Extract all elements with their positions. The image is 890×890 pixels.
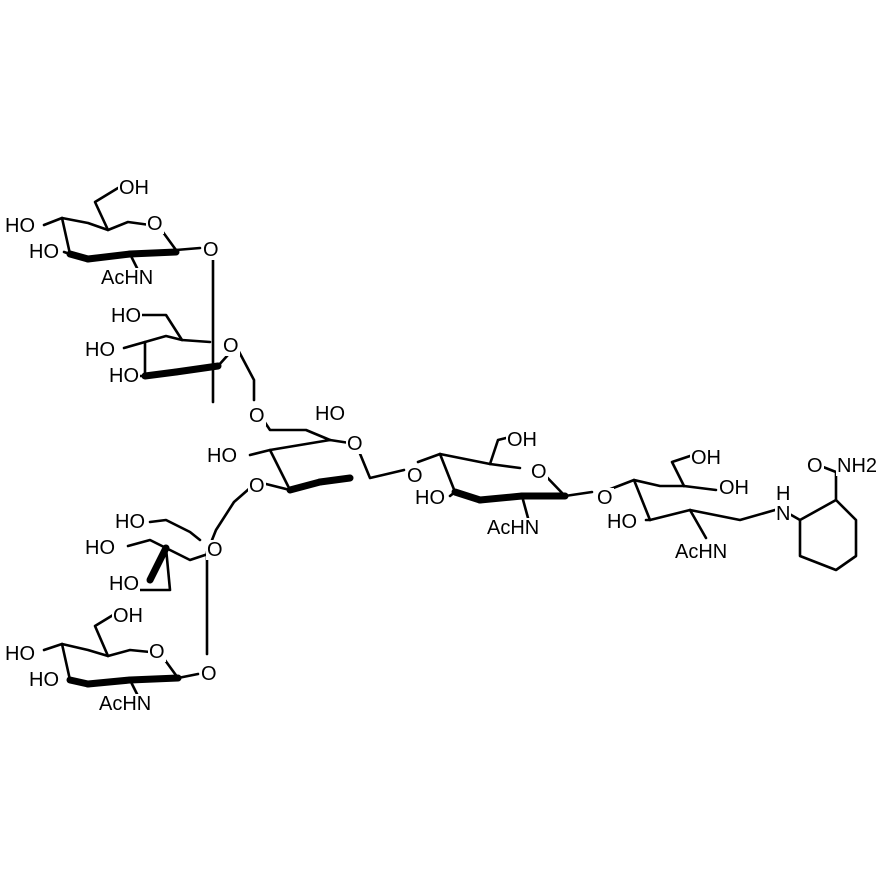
label-o5: O — [346, 433, 364, 455]
label-ho14: HO — [28, 669, 60, 691]
label-o2: O — [202, 239, 220, 261]
label-oh4: OH — [718, 477, 750, 499]
label-achn1: AcHN — [100, 267, 155, 289]
label-ho1: HO — [4, 215, 36, 237]
label-oh2: OH — [506, 429, 538, 451]
label-ho13: HO — [4, 643, 36, 665]
label-o7: O — [530, 461, 548, 483]
label-ho11: HO — [84, 537, 116, 559]
label-ho12: HO — [108, 573, 140, 595]
label-o4: O — [248, 405, 266, 427]
label-ho7: HO — [206, 445, 238, 467]
label-oh1: OH — [118, 177, 150, 199]
label-o12: O — [148, 641, 166, 663]
label-n1: N — [775, 503, 792, 525]
label-achn4: AcHN — [98, 693, 153, 715]
label-o10: O — [596, 487, 614, 509]
label-ho8: HO — [414, 487, 446, 509]
label-achn3: AcHN — [674, 541, 729, 563]
label-achn2: AcHN — [486, 517, 541, 539]
label-o1: O — [146, 213, 164, 235]
label-o3: O — [222, 335, 240, 357]
label-o11: O — [206, 539, 224, 561]
label-ho3: HO — [110, 305, 142, 327]
label-o9: O — [248, 475, 266, 497]
label-o13: O — [200, 663, 218, 685]
label-nh2: NH2 — [836, 455, 879, 477]
label-o8: O — [806, 455, 824, 477]
label-ho10: HO — [114, 511, 146, 533]
label-oh5: OH — [112, 605, 144, 627]
label-ho2: HO — [28, 241, 60, 263]
label-ho9: HO — [606, 511, 638, 533]
label-ho6: HO — [314, 403, 346, 425]
label-o6: O — [406, 465, 424, 487]
label-ho5: HO — [108, 365, 140, 387]
label-oh3: OH — [690, 447, 722, 469]
label-h1: H — [775, 483, 792, 505]
label-ho4: HO — [84, 339, 116, 361]
